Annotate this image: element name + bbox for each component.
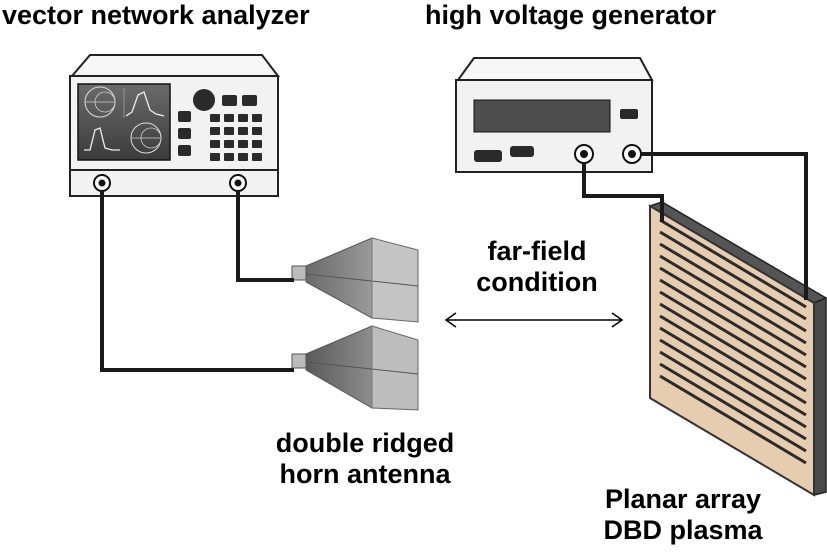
vna-knob-icon <box>193 89 215 111</box>
horn-line-1: double ridged <box>275 428 455 458</box>
hvg-title: high voltage generator <box>425 0 717 30</box>
plasma-line-2: DBD plasma <box>603 515 763 546</box>
horn-antenna-lower <box>291 325 419 411</box>
cable-hvg-to-panel-right <box>641 152 808 300</box>
hv-generator-instrument <box>455 57 654 173</box>
hvg-display <box>473 99 611 133</box>
plasma-electrode-strips <box>659 218 807 465</box>
cables <box>100 152 808 372</box>
cable-hvg-to-panel-left <box>582 163 664 222</box>
dbd-plasma-panel <box>648 201 827 497</box>
vna-screen <box>77 83 171 161</box>
farfield-line-1: far-field <box>487 236 587 266</box>
double-arrow-icon <box>444 312 624 328</box>
cable-vna-port1-to-lower-horn <box>100 191 294 372</box>
plasma-line-1: Planar array <box>604 484 762 514</box>
vna-keypad <box>210 114 262 161</box>
vna-title: vector network analyzer <box>2 0 310 30</box>
horn-line-2: horn antenna <box>279 459 451 490</box>
farfield-label: far-field condition <box>462 236 612 298</box>
horn-antenna-upper <box>291 237 419 323</box>
cable-vna-port2-to-upper-horn <box>236 191 294 282</box>
plasma-label: Planar array DBD plasma <box>578 484 788 546</box>
horn-antenna-label: double ridged horn antenna <box>255 428 475 490</box>
farfield-line-2: condition <box>476 267 598 298</box>
vna-instrument <box>69 54 281 197</box>
